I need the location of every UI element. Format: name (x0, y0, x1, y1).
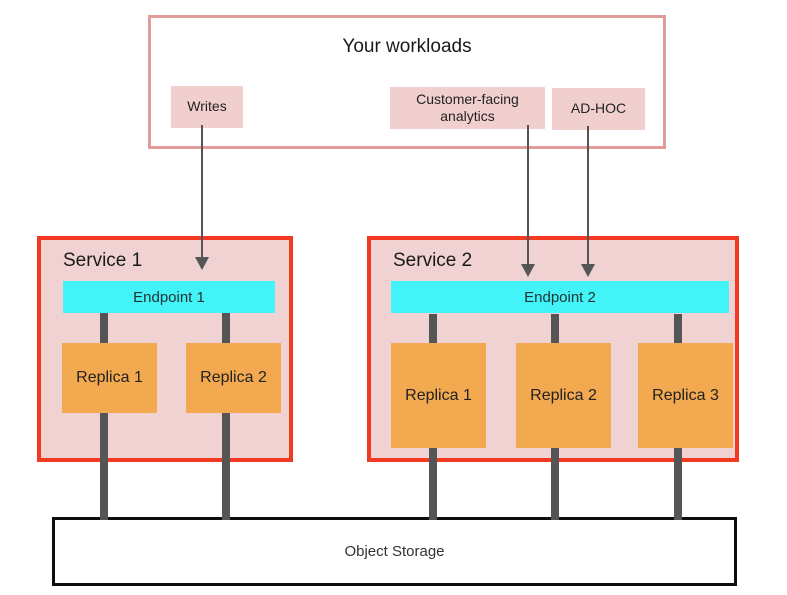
your-workloads-group: Your workloads Writes Customer-facing an… (148, 15, 666, 149)
connector-s1-replica2-storage (222, 413, 230, 520)
arrow-adhoc-to-service2 (587, 126, 589, 267)
workload-analytics-label: Customer-facing analytics (416, 90, 519, 125)
workload-adhoc-label: AD-HOC (570, 100, 627, 117)
endpoint-2-label: Endpoint 2 (524, 288, 596, 306)
service2-replica-3: Replica 3 (638, 343, 733, 448)
arrowhead-writes-icon (195, 257, 209, 270)
workload-writes-label: Writes (187, 98, 227, 115)
connector-s2-replica3-storage (674, 448, 682, 520)
connector-endpoint2-replica3 (674, 314, 682, 343)
service1-replica-1-label: Replica 1 (76, 369, 143, 386)
arrow-analytics-to-service2 (527, 125, 529, 267)
service-1-group: Service 1 Endpoint 1 Replica 1 Replica 2 (37, 236, 293, 462)
service2-replica-1: Replica 1 (391, 343, 486, 448)
workload-customer-facing-analytics: Customer-facing analytics (390, 87, 545, 129)
arrow-writes-to-service1 (201, 125, 203, 260)
arrowhead-analytics-icon (521, 264, 535, 277)
service1-replica-2: Replica 2 (186, 343, 281, 413)
connector-endpoint1-replica1 (100, 313, 108, 343)
workload-writes: Writes (171, 86, 243, 128)
connector-s1-replica1-storage (100, 413, 108, 520)
service-2-group: Service 2 Endpoint 2 Replica 1 Replica 2… (367, 236, 739, 462)
service-1-label: Service 1 (63, 250, 143, 271)
service1-replica-1: Replica 1 (62, 343, 157, 413)
service2-replica-2-label: Replica 2 (530, 386, 597, 404)
object-storage: Object Storage (52, 517, 737, 586)
service-2-label: Service 2 (393, 250, 473, 271)
service2-replica-3-label: Replica 3 (652, 386, 719, 404)
service2-replica-2: Replica 2 (516, 343, 611, 448)
workload-ad-hoc: AD-HOC (552, 88, 645, 130)
connector-s2-replica1-storage (429, 448, 437, 520)
service1-replica-2-label: Replica 2 (200, 369, 267, 386)
workloads-title: Your workloads (342, 36, 472, 57)
connector-s2-replica2-storage (551, 448, 559, 520)
object-storage-label: Object Storage (344, 543, 445, 560)
connector-endpoint1-replica2 (222, 313, 230, 343)
endpoint-2: Endpoint 2 (391, 281, 729, 313)
connector-endpoint2-replica1 (429, 314, 437, 343)
endpoint-1-label: Endpoint 1 (133, 288, 205, 306)
arrowhead-adhoc-icon (581, 264, 595, 277)
connector-endpoint2-replica2 (551, 314, 559, 343)
endpoint-1: Endpoint 1 (63, 281, 275, 313)
service2-replica-1-label: Replica 1 (405, 386, 472, 404)
